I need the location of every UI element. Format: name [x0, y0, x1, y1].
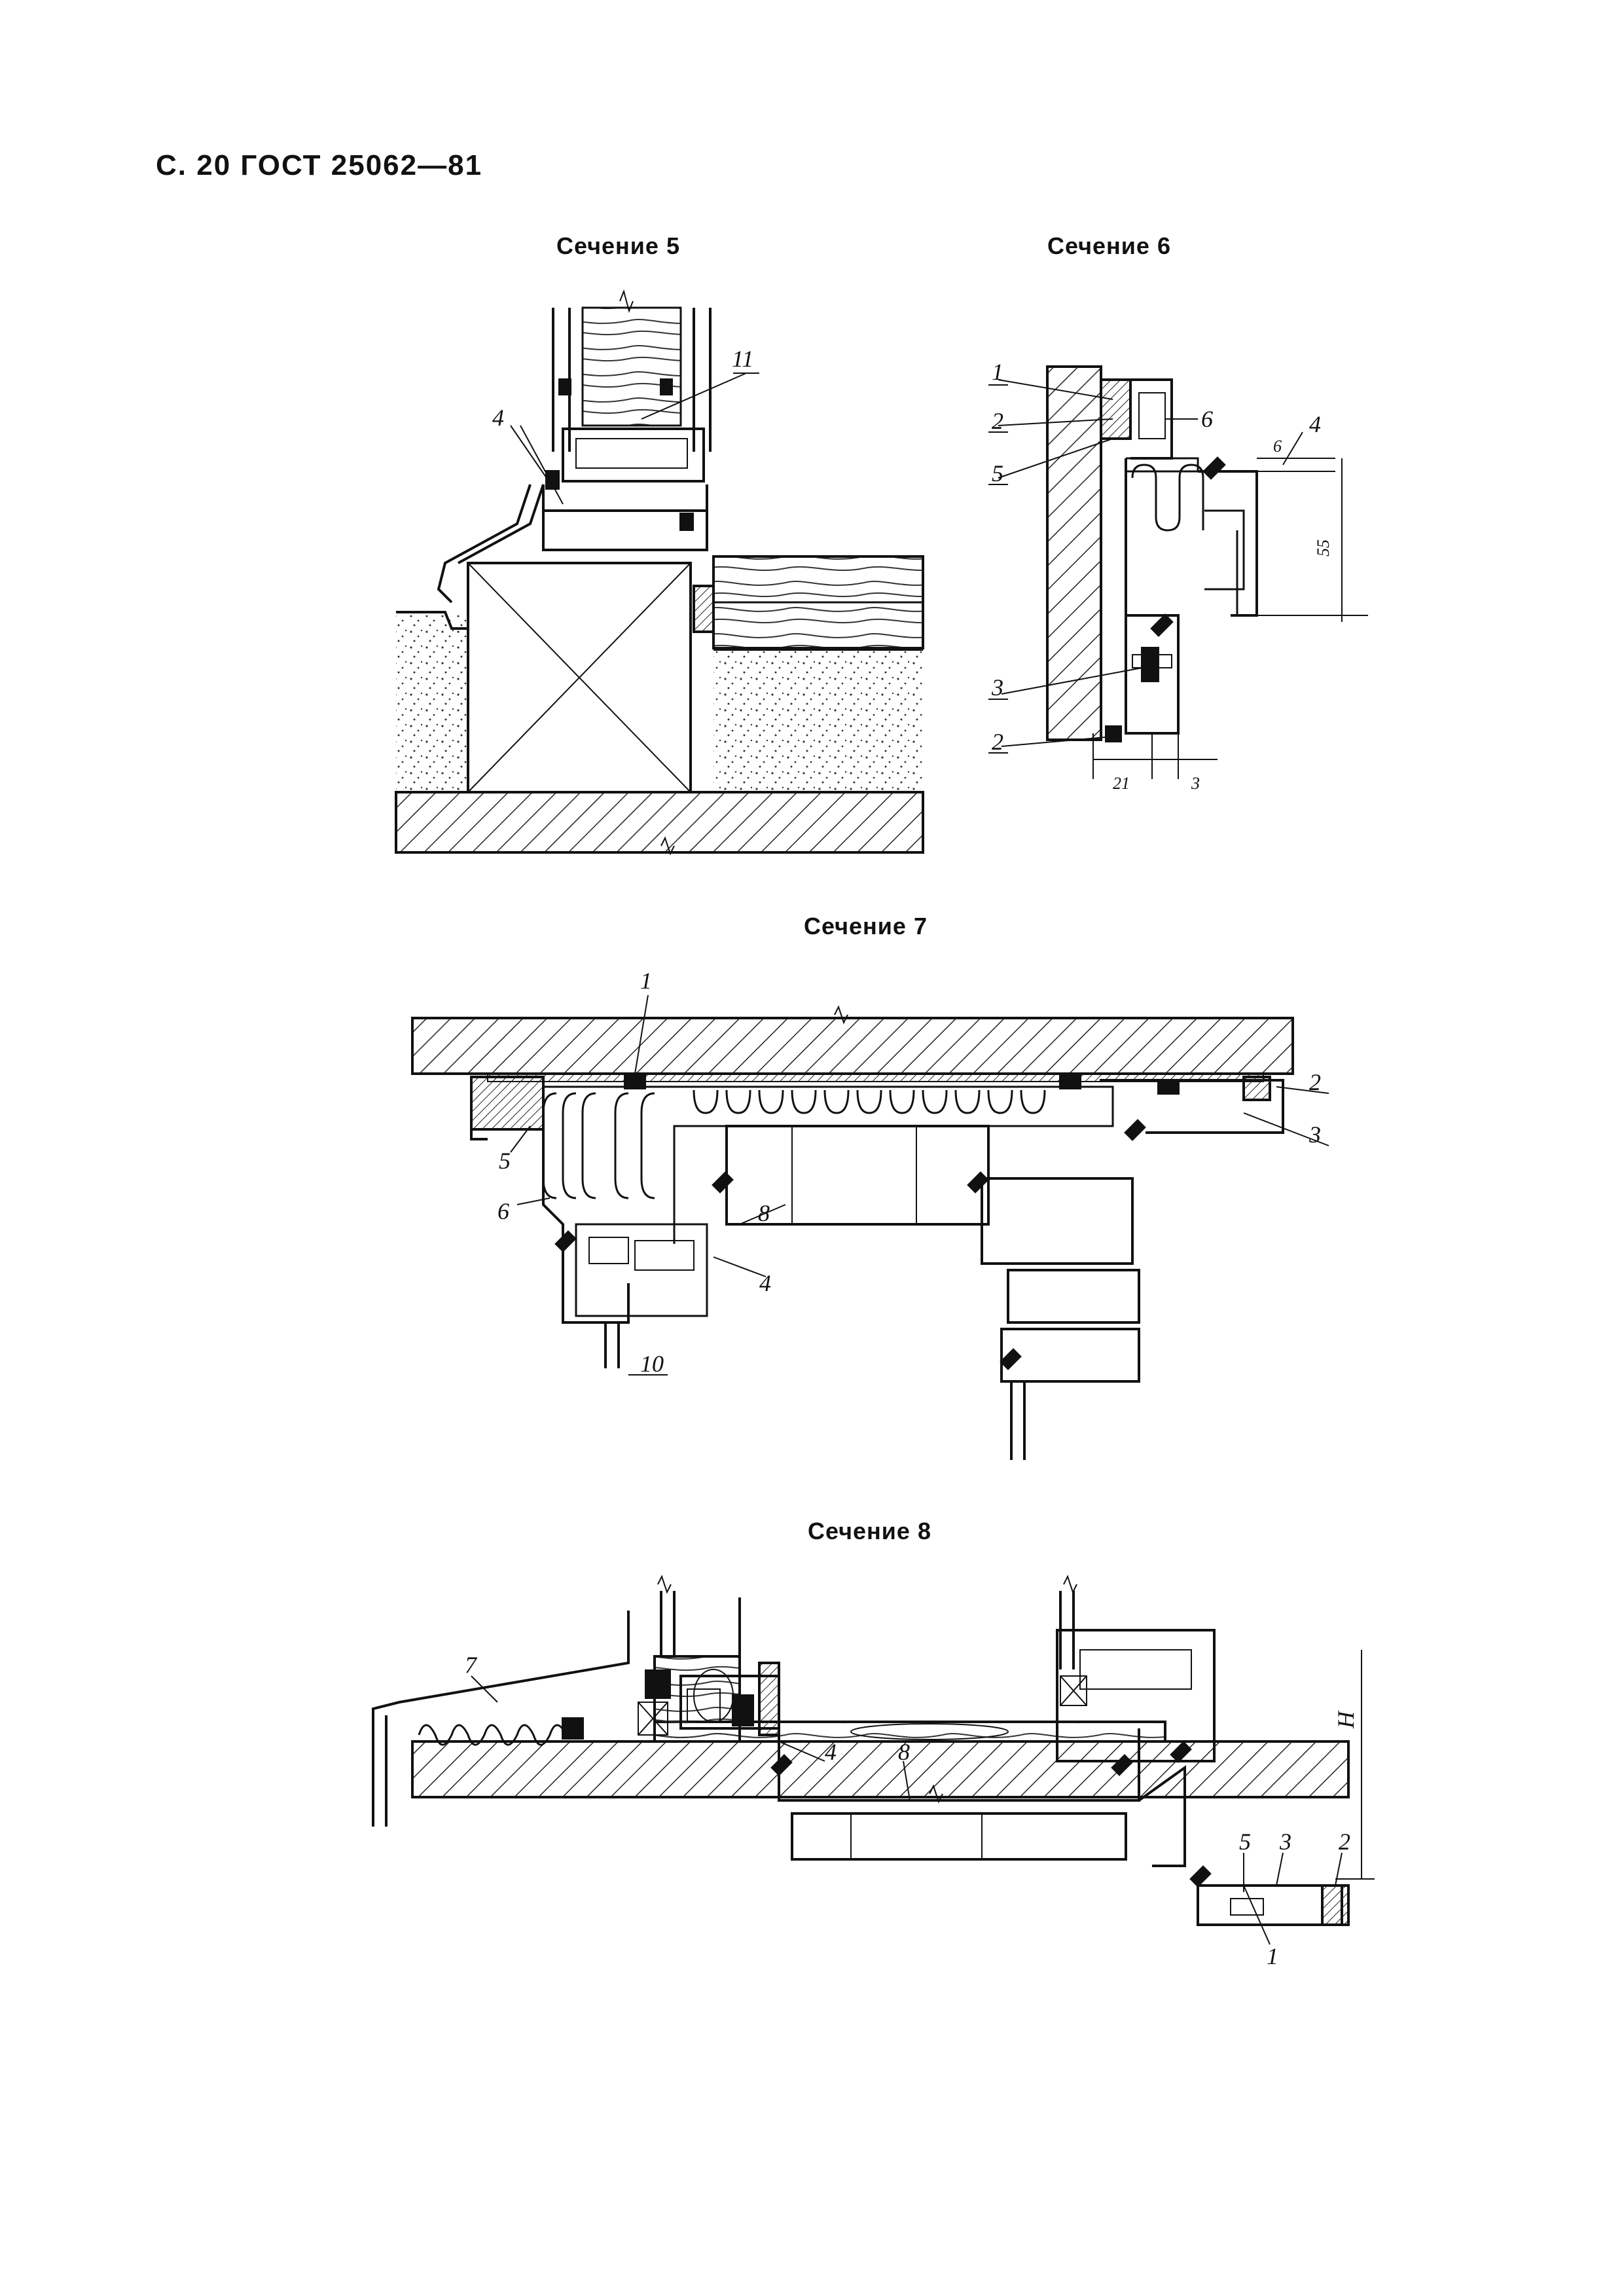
title-section-8: Сечение 8: [808, 1518, 931, 1544]
label-s8-2: 2: [1339, 1829, 1350, 1855]
dim-s6-6: 6: [1273, 437, 1282, 456]
title-section-5: Сечение 5: [556, 232, 680, 259]
label-s6-3: 3: [991, 674, 1003, 701]
label-s6-1: 1: [992, 359, 1003, 385]
label-s6-4: 4: [1309, 411, 1321, 437]
label-s7-3: 3: [1308, 1121, 1321, 1148]
section-8-drawing: [372, 1575, 1375, 1945]
label-s8-h: H: [1333, 1710, 1359, 1729]
title-section-6: Сечение 6: [1047, 232, 1171, 259]
section-7-drawing: [411, 994, 1329, 1460]
title-section-7: Сечение 7: [804, 913, 928, 939]
label-s6-2a: 2: [992, 408, 1003, 434]
label-s5-11: 11: [732, 346, 753, 372]
label-s8-5: 5: [1239, 1829, 1251, 1855]
label-s8-4: 4: [825, 1739, 837, 1765]
dim-s6-21: 21: [1113, 774, 1130, 793]
label-s7-8: 8: [758, 1200, 770, 1226]
label-s7-5: 5: [499, 1148, 511, 1174]
dim-s6-55: 55: [1314, 539, 1333, 556]
label-s7-2: 2: [1309, 1069, 1321, 1095]
label-s7-6: 6: [497, 1198, 509, 1224]
label-s8-1: 1: [1267, 1943, 1278, 1969]
page-header: С. 20 ГОСТ 25062—81: [156, 149, 483, 181]
label-s6-2b: 2: [992, 729, 1003, 755]
label-s6-6: 6: [1201, 406, 1213, 432]
section-5-drawing: [395, 289, 924, 856]
label-s8-7: 7: [465, 1652, 478, 1678]
label-s8-3: 3: [1279, 1829, 1291, 1855]
dim-s6-3: 3: [1191, 774, 1200, 793]
label-s7-4: 4: [759, 1270, 771, 1296]
label-s8-8: 8: [898, 1739, 910, 1765]
label-s7-10: 10: [640, 1351, 664, 1377]
label-s6-5: 5: [992, 460, 1003, 486]
label-s5-4: 4: [492, 405, 504, 431]
section-6-drawing: [988, 365, 1368, 779]
label-s7-1: 1: [640, 968, 652, 994]
